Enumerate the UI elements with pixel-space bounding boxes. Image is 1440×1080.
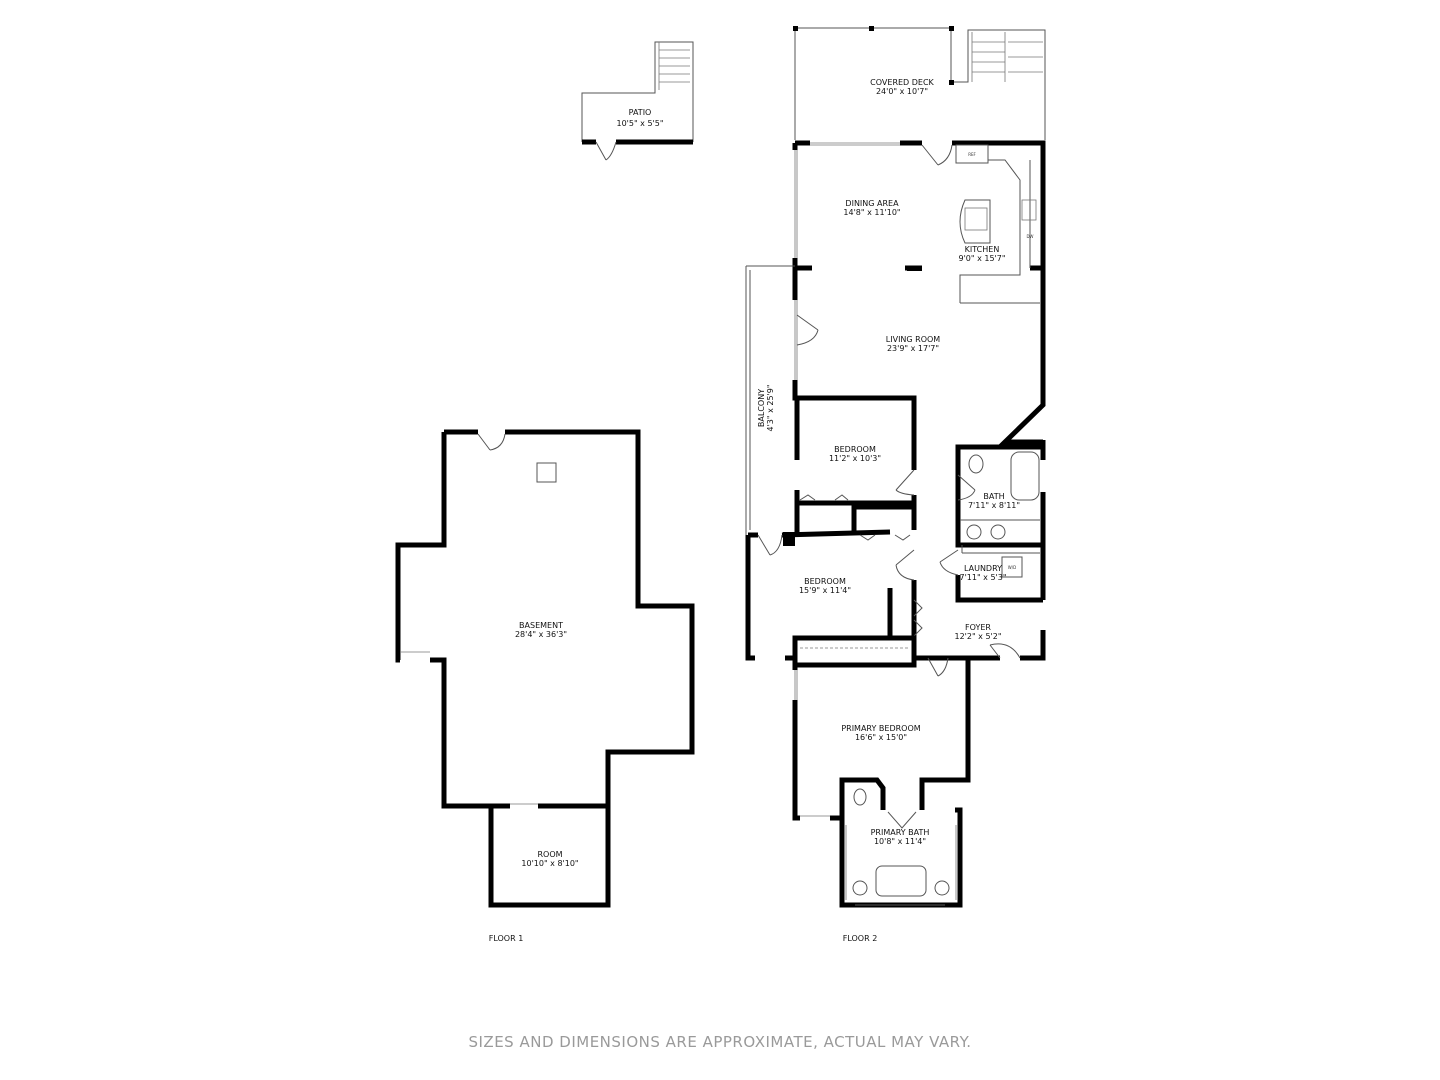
disclaimer: SIZES AND DIMENSIONS ARE APPROXIMATE, AC…: [468, 1033, 972, 1051]
dining-area-size: 14'8" x 11'10": [843, 208, 900, 217]
balcony-name: BALCONY: [757, 389, 766, 427]
basement-name: BASEMENT: [519, 621, 563, 630]
living-room-size: 23'9" x 17'7": [887, 344, 939, 353]
covered-deck-size: 24'0" x 10'7": [876, 87, 928, 96]
bedroom-2-name: BEDROOM: [804, 577, 846, 586]
basement: [395, 429, 695, 908]
living-room-name: LIVING ROOM: [886, 335, 941, 344]
kitchen-size: 9'0" x 15'7": [958, 254, 1005, 263]
foyer-name: FOYER: [965, 623, 991, 632]
bedroom-1-size: 11'2" x 10'3": [829, 454, 881, 463]
basement-size: 28'4" x 36'3": [515, 630, 567, 639]
primary-bedroom-name: PRIMARY BEDROOM: [841, 724, 920, 733]
bath-size: 7'11" x 8'11": [968, 501, 1020, 510]
room-name: ROOM: [537, 850, 562, 859]
covered-deck: COVERED DECK 24'0" x 10'7": [793, 26, 1046, 140]
fixture-dw: DW: [1026, 234, 1033, 239]
covered-deck-name: COVERED DECK: [870, 78, 934, 87]
floor-2-label: FLOOR 2: [843, 934, 878, 943]
primary-bath-name: PRIMARY BATH: [871, 828, 930, 837]
fixture-wd: W/D: [1008, 565, 1016, 570]
bedroom-1-name: BEDROOM: [834, 445, 876, 454]
primary-suite: [792, 635, 971, 908]
bath-name: BATH: [983, 492, 1004, 501]
fixture-ref: REF: [968, 152, 976, 157]
floor-1-label: FLOOR 1: [489, 934, 524, 943]
patio-size: 10'5" x 5'5": [616, 119, 663, 128]
primary-bath-size: 10'8" x 11'4": [874, 837, 926, 846]
patio-name: PATIO: [629, 108, 652, 117]
laundry-name: LAUNDRY: [964, 564, 1002, 573]
patio: PATIO 10'5" x 5'5": [581, 41, 694, 161]
room-size: 10'10" x 8'10": [521, 859, 578, 868]
kitchen-name: KITCHEN: [965, 245, 1000, 254]
bedroom-2-size: 15'9" x 11'4": [799, 586, 851, 595]
dining-area-name: DINING AREA: [845, 199, 899, 208]
room-labels: DINING AREA 14'8" x 11'10" KITCHEN 9'0" …: [489, 199, 1020, 943]
primary-bedroom-size: 16'6" x 15'0": [855, 733, 907, 742]
foyer-size: 12'2" x 5'2": [954, 632, 1001, 641]
laundry-size: 7'11" x 5'3": [959, 573, 1006, 582]
balcony-size: 4'3" x 25'9": [766, 384, 775, 431]
